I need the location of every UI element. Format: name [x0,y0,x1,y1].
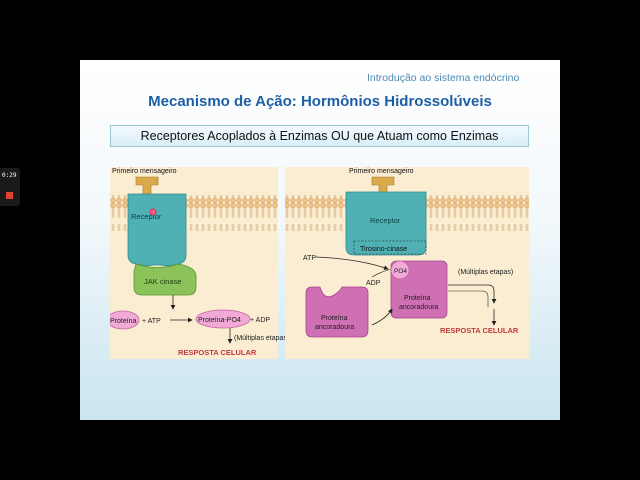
slide-header: Introdução ao sistema endócrino [367,72,520,84]
right-messenger-label: Primeiro mensageiro [349,168,414,175]
right-receptor-shape [345,191,427,256]
right-steps-label: (Múltiplas etapas) [458,269,513,276]
po4-label: PO4 [394,268,407,275]
recording-timer: 0:29 [2,172,17,179]
protein-label: Proteína [110,318,137,325]
adp-label-right: ADP [366,280,381,287]
anchor-bottom-label-1: Proteína [321,315,348,322]
cursor-highlight [149,208,157,216]
left-panel: Primeiro mensageiro Receptor JAK cinase … [110,167,289,359]
right-panel: Primeiro mensageiro Receptor Tirosino-ci… [285,167,529,359]
slide-subtitle-box: Receptores Acoplados à Enzimas OU que At… [110,125,529,147]
left-messenger-label: Primeiro mensageiro [112,168,177,175]
anchor-bottom-label-2: ancoradoura [315,324,354,331]
recording-indicator: 0:29 [0,168,20,206]
stop-recording-button[interactable] [6,192,13,199]
right-response-label: RESPOSTA CELULAR [440,326,519,335]
jak-kinase-shape [133,263,197,296]
anchor-top-label-2: ancoradoura [399,304,438,311]
presentation-slide: Introdução ao sistema endócrino Mecanism… [80,60,560,420]
adp-label-left: + ADP [250,317,270,324]
slide-subtitle: Receptores Acoplados à Enzimas OU que At… [140,129,499,143]
slide-title: Mecanismo de Ação: Hormônios Hidrossolúv… [148,93,492,110]
left-receptor-shape [127,193,187,267]
protein-po4-label: Proteína-PO4 [198,317,241,324]
atp-label-right: ATP [303,255,316,262]
anchor-protein-bottom [305,286,369,338]
left-response-label: RESPOSTA CELULAR [178,348,257,357]
protein-po4-oval [195,309,251,329]
left-receptor-label: Receptor [131,212,162,221]
po4-circle [390,260,410,280]
atp-label-left: + ATP [142,318,161,325]
left-steps-label: (Múltiplas etapas) [234,335,289,342]
tyrosine-label: Tirosino-cinase [360,246,407,253]
protein-oval [110,310,140,330]
tyrosine-box [353,240,427,255]
anchor-top-label-1: Proteína [404,295,431,302]
jak-kinase-label: JAK cinase [144,277,182,286]
right-receptor-label: Receptor [370,216,401,225]
signaling-diagram: Primeiro mensageiro Receptor JAK cinase … [110,167,529,359]
